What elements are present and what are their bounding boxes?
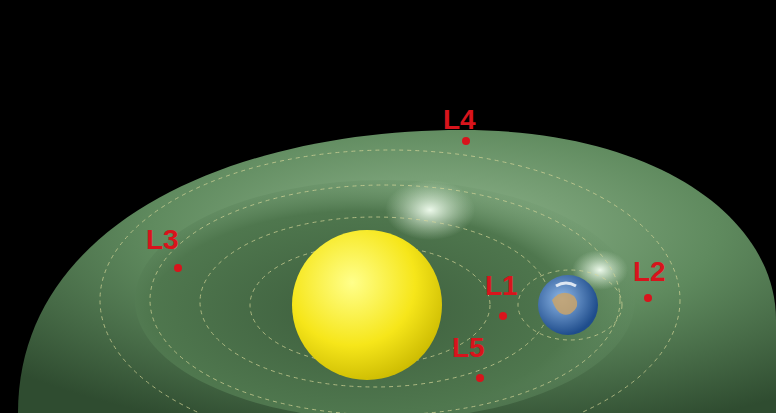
lagrange-point-label: L1 [485, 272, 518, 300]
lagrange-point-label: L4 [443, 106, 476, 134]
lagrange-point-label: L5 [452, 334, 485, 362]
lagrange-point-label: L3 [146, 226, 179, 254]
lagrange-point-label: L2 [633, 258, 666, 286]
